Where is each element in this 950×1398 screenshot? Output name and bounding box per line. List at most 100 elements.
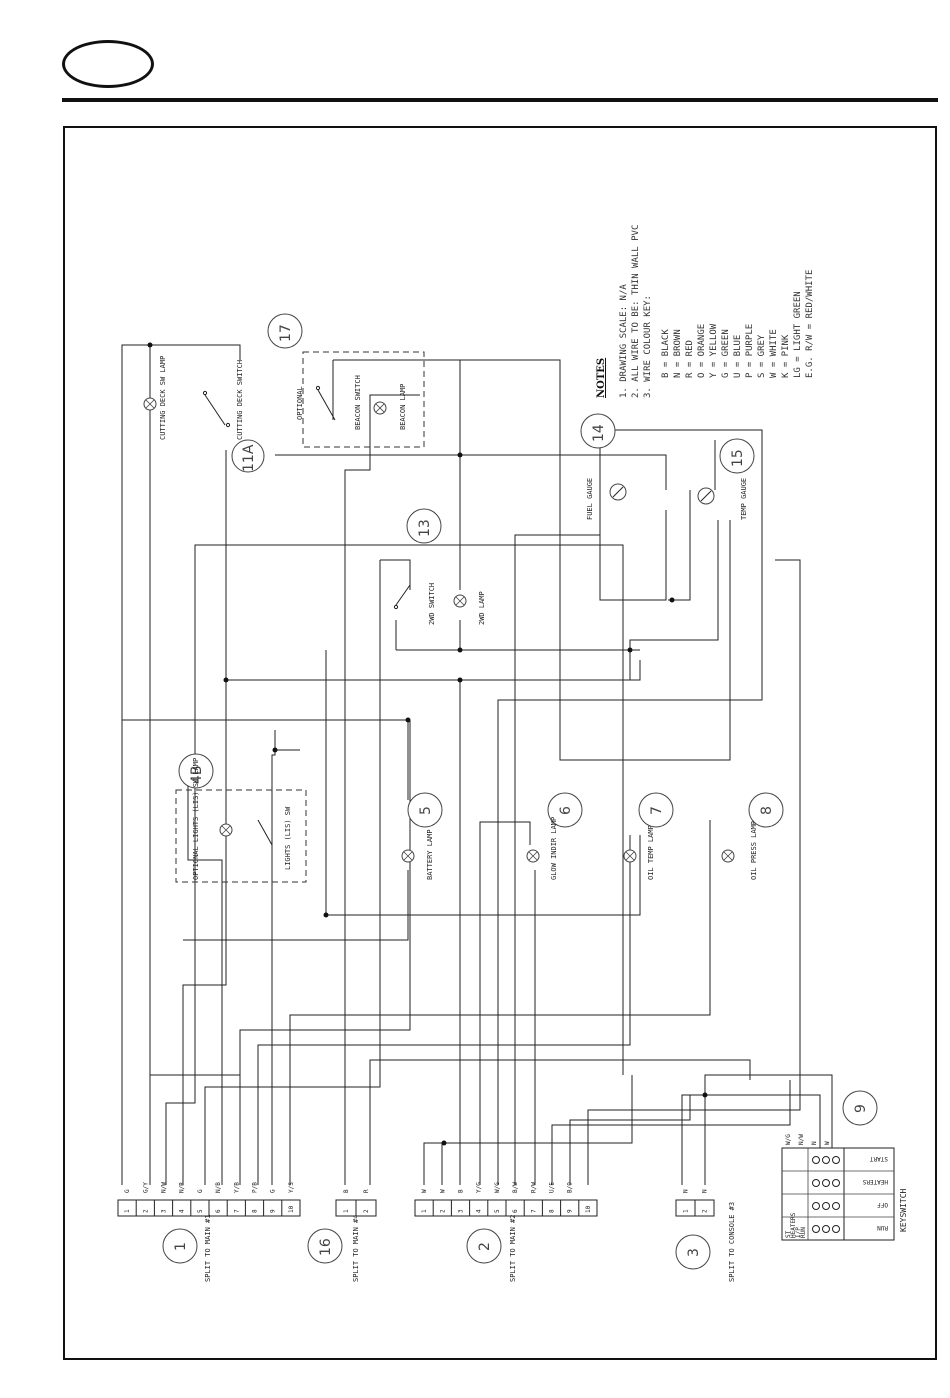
component-label: CUTTING DECK SW LAMP [159, 356, 167, 440]
callout-7 [638, 792, 674, 828]
note-line: R = RED [685, 340, 695, 378]
keyswitch-contact [832, 1179, 840, 1187]
label-connector-16: SPLIT TO MAIN #4 [352, 1215, 360, 1282]
connector-pin: 8 [549, 1209, 556, 1213]
wire-colour-label: N [683, 1189, 690, 1193]
callout-number: 13 [417, 519, 433, 537]
wire-colour-label: G [197, 1189, 204, 1193]
connector-pin: 9 [567, 1209, 574, 1213]
keyswitch-contact [832, 1202, 840, 1210]
connector-pin: 3 [161, 1209, 168, 1213]
callout-number: 14 [591, 424, 607, 442]
wire-colour-label: B [458, 1189, 465, 1193]
component-label: BEACON LAMP [399, 384, 407, 430]
note-line: 1. DRAWING SCALE: N/A [619, 284, 629, 398]
beacon-lamp [373, 401, 387, 415]
connector-pin: 7 [233, 1209, 240, 1213]
connector-pin: 6 [215, 1209, 222, 1213]
component-label: CUTTING DECK SWITCH [236, 360, 244, 440]
connector-label: SPLIT TO MAIN #2 [509, 1215, 517, 1282]
keyswitch [781, 1147, 895, 1241]
callout-number: 9 [853, 1104, 869, 1113]
callout-number: 4B [189, 765, 205, 784]
header-rule [62, 98, 938, 102]
note-line: P = PURPLE [745, 324, 755, 378]
callout-9 [842, 1090, 878, 1126]
component-label: OIL TEMP LAMP [647, 825, 655, 880]
callout-number: 7 [649, 806, 665, 815]
wire-colour-label: G [124, 1189, 131, 1193]
connector-pin: 5 [494, 1209, 501, 1213]
fuel-gauge [609, 483, 627, 501]
note-line: S = GREY [757, 334, 767, 378]
lights-lamp [219, 823, 233, 837]
label-temp-gauge: TEMP GAUGE [740, 478, 748, 520]
keyswitch-terminal: RUN [800, 1227, 807, 1238]
label-oil-temp-lamp: OIL TEMP LAMP [647, 825, 655, 880]
keyswitch-wire: W/G [785, 1134, 792, 1145]
connector-pin: 1 [343, 1209, 350, 1213]
callout-14 [580, 413, 616, 449]
callout-number: 2 [477, 1242, 493, 1251]
oil-press-lamp [721, 849, 735, 863]
two-wd-switch [393, 584, 411, 610]
wire-colour-label: N [702, 1189, 709, 1193]
wire-colour-label: G/Y [142, 1182, 149, 1193]
glow-indicator-lamp [526, 849, 540, 863]
label-beacon-lamp: BEACON LAMP [399, 384, 407, 430]
connector-label: SPLIT TO MAIN #1 [204, 1215, 212, 1282]
callout-number: 17 [278, 324, 294, 342]
note-line: K = PINK [781, 334, 791, 378]
callout-number: 1 [173, 1242, 189, 1251]
notes-title: NOTES [596, 358, 607, 398]
connector-pin: 7 [530, 1209, 537, 1213]
keyswitch-contact [822, 1202, 830, 1210]
label-connector-2: SPLIT TO MAIN #2 [509, 1215, 517, 1282]
component-label: 2WD SWITCH [428, 583, 436, 625]
wire-colour-label: Y/B [233, 1182, 240, 1193]
connector-pin: 2 [142, 1209, 149, 1213]
label-glow-lamp: GLOW INDIR LAMP [550, 817, 558, 880]
wire-colour-label: N/R [179, 1182, 186, 1193]
label-lights-switch: LIGHTS (LIS) SW [284, 806, 292, 870]
label-battery-lamp: BATTERY LAMP [426, 829, 434, 880]
wire-colour-label: R/W [530, 1182, 537, 1193]
callout-number: 8 [759, 806, 775, 815]
callout-13 [406, 508, 442, 544]
optional-beacon-box [302, 351, 425, 448]
connector-pin: 5 [197, 1209, 204, 1213]
callout-15 [719, 438, 755, 474]
keyswitch-wire: W [824, 1141, 831, 1145]
beacon-switch [315, 385, 336, 421]
keyswitch-title: KEYSWITCH [899, 1188, 908, 1232]
cutting-deck-switch [202, 390, 231, 428]
two-wd-lamp [453, 594, 467, 608]
callout-4b [178, 753, 214, 789]
keyswitch-position: HEATERS [862, 1178, 888, 1185]
wire-colour-label: B [343, 1189, 350, 1193]
label-connector-1: SPLIT TO MAIN #1 [204, 1215, 212, 1282]
wire-colour-label: R [363, 1189, 370, 1193]
connector-pin: 6 [512, 1209, 519, 1213]
component-label: OPTIONAL [296, 386, 304, 420]
connector-pin: 4 [179, 1209, 186, 1213]
connector-pin: 2 [363, 1209, 370, 1213]
note-line: Y = YELLOW [709, 323, 719, 378]
label-cutting-deck-lamp: CUTTING DECK SW LAMP [159, 356, 167, 440]
keyswitch-contact [812, 1156, 820, 1164]
keyswitch-position: OFF [877, 1201, 888, 1208]
callout-3 [675, 1234, 711, 1270]
callout-number: 11A [241, 444, 257, 472]
note-line: 3. WIRE COLOUR KEY: [643, 295, 653, 398]
label-cutting-deck-switch: CUTTING DECK SWITCH [236, 360, 244, 440]
wire-colour-label: N/W [161, 1182, 168, 1193]
callout-8 [748, 792, 784, 828]
wire-colour-label: G [270, 1189, 277, 1193]
note-line: B = BLACK [661, 329, 671, 378]
component-label: GLOW INDIR LAMP [550, 817, 558, 880]
wire-colour-label: B/W [512, 1182, 519, 1193]
connector-pin: 2 [702, 1209, 709, 1213]
